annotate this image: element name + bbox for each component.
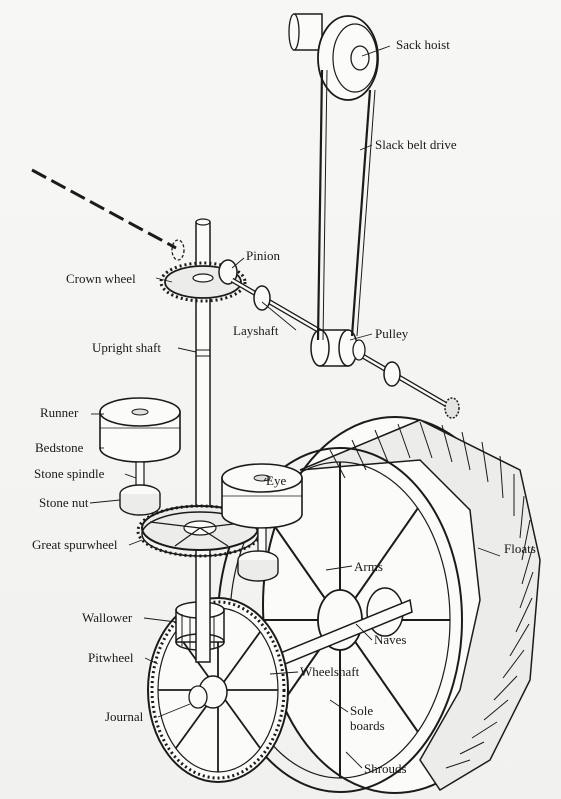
label-arms: Arms: [354, 559, 383, 574]
label-sack-hoist: Sack hoist: [396, 37, 450, 52]
label-wallower: Wallower: [82, 610, 133, 625]
label-great-spurwheel: Great spurwheel: [32, 537, 118, 552]
label-bedstone: Bedstone: [35, 440, 84, 455]
label-stone-spindle: Stone spindle: [34, 466, 105, 481]
label-floats: Floats: [504, 541, 536, 556]
pitwheel-shape: [147, 597, 289, 783]
label-shrouds: Shrouds: [364, 761, 407, 776]
label-pinion: Pinion: [246, 248, 280, 263]
label-stone-nut: Stone nut: [39, 495, 89, 510]
drive-line-dashed: [31, 168, 185, 261]
leader-lines: [89, 45, 501, 769]
label-wheelshaft: Wheelshaft: [300, 664, 360, 679]
upright-shaft-shape: [195, 218, 211, 663]
label-runner: Runner: [40, 405, 79, 420]
label-layshaft: Layshaft: [233, 323, 279, 338]
label-slack-belt-drive: Slack belt drive: [375, 137, 457, 152]
label-journal: Journal: [105, 709, 144, 724]
label-pitwheel: Pitwheel: [88, 650, 134, 665]
label-pulley: Pulley: [375, 326, 409, 341]
label-upright-shaft: Upright shaft: [92, 340, 161, 355]
sack-hoist-shape: [288, 13, 379, 101]
floats-band: [299, 419, 541, 792]
pulley-shape: [310, 329, 366, 367]
label-crown-wheel: Crown wheel: [66, 271, 136, 286]
pinion-shape: [218, 259, 238, 285]
slack-belt-shape: [316, 69, 376, 341]
left-millstones: [99, 397, 181, 516]
label-sole: Sole: [350, 703, 374, 718]
label-naves: Naves: [374, 632, 407, 647]
label-eye: Eye: [266, 473, 287, 488]
right-millstones: [221, 463, 303, 582]
label-boards: boards: [350, 718, 385, 733]
